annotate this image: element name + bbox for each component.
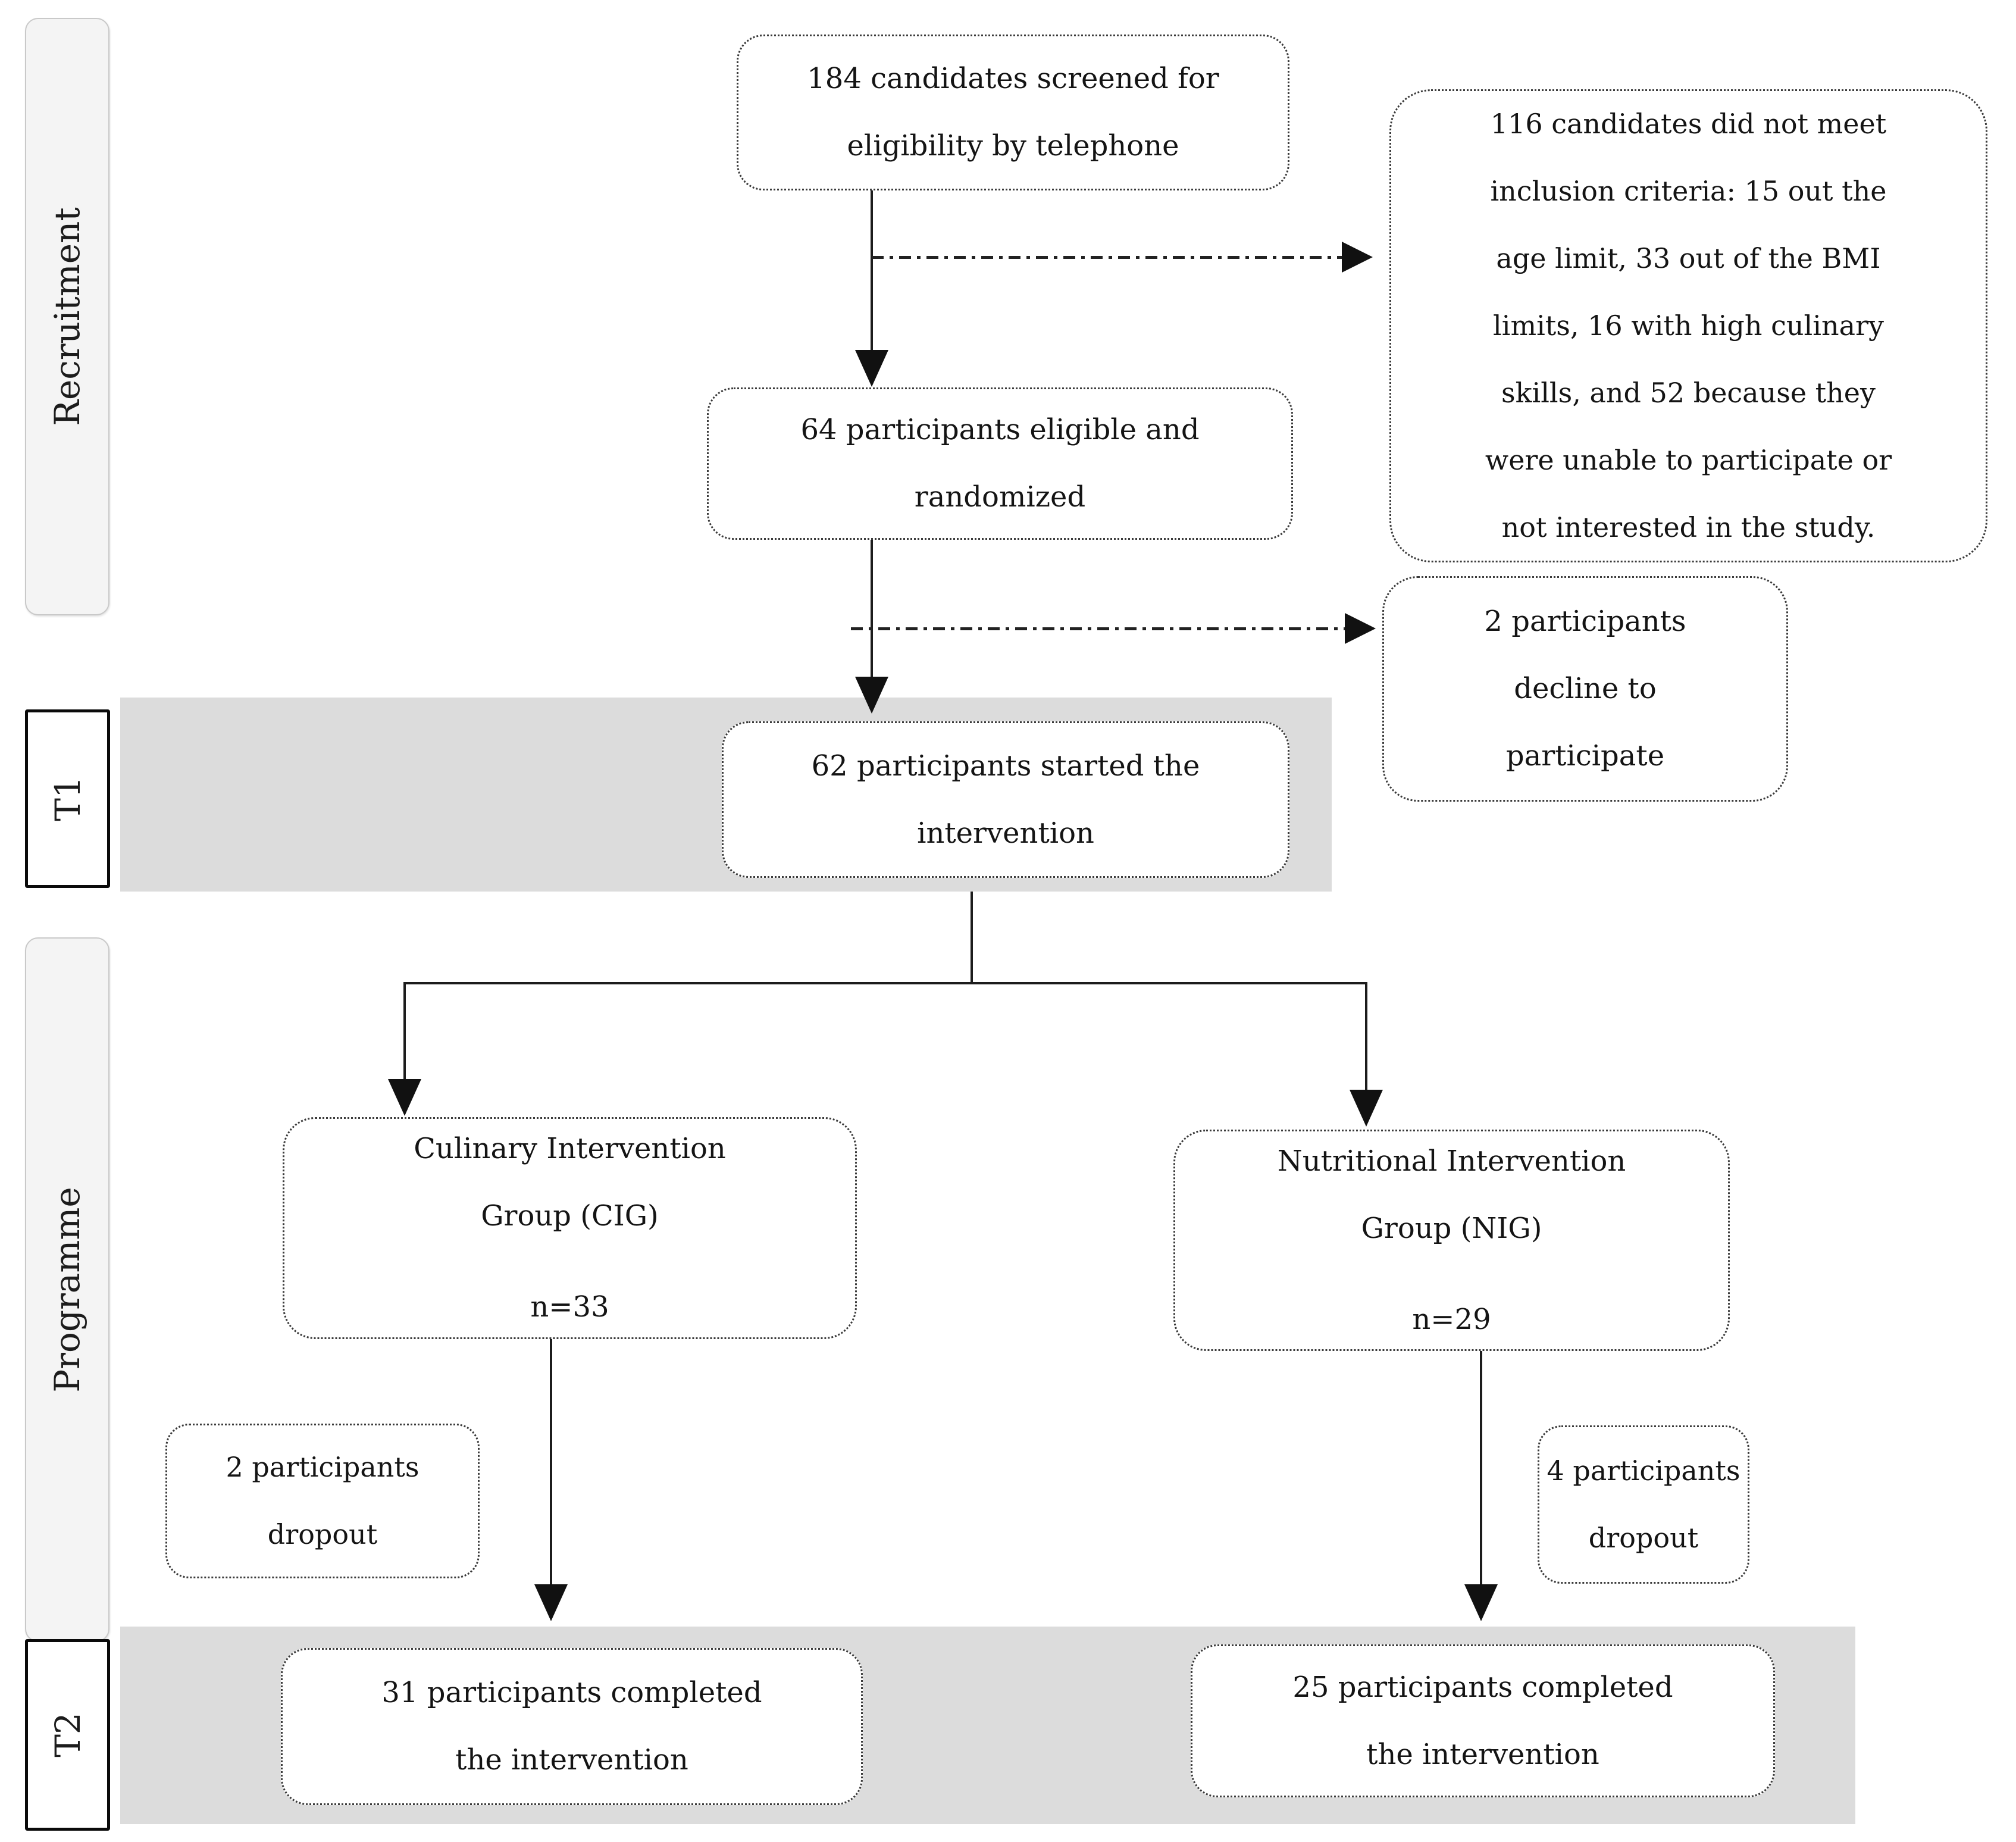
box-screened-line2: eligibility by telephone	[847, 129, 1179, 162]
branch-horizontal-line	[403, 982, 1366, 984]
box-excluded: 116 candidates did not meet inclusion cr…	[1389, 89, 1987, 562]
arrow-screened-to-eligible-head	[855, 350, 888, 387]
box-completed-cig-line1: 31 participants completed	[381, 1676, 762, 1709]
arrow-nig-to-completed-line	[1480, 1351, 1482, 1585]
stage-label-recruitment: Recruitment	[25, 18, 109, 615]
arrow-screened-to-eligible-line	[871, 190, 873, 351]
t1-label-text: T1	[47, 776, 88, 821]
box-declined-line2: decline to	[1514, 672, 1657, 705]
box-cig-line1: Culinary Intervention	[414, 1132, 726, 1165]
box-excluded-line1: 116 candidates did not meet	[1490, 108, 1887, 140]
stage-label-t1: T1	[25, 709, 110, 888]
arrow-to-declined-head	[1345, 613, 1376, 644]
arrow-cig-to-completed-head	[534, 1584, 568, 1621]
box-dropout-cig: 2 participants dropout	[165, 1424, 480, 1578]
box-declined: 2 participants decline to participate	[1382, 576, 1788, 802]
arrow-eligible-to-started-line	[871, 540, 873, 678]
box-declined-line1: 2 participants	[1484, 605, 1686, 638]
box-nig-line2: Group (NIG)	[1361, 1211, 1542, 1245]
box-screened-line1: 184 candidates screened for	[807, 62, 1219, 95]
box-cig-n: n=33	[530, 1290, 609, 1324]
stage-label-programme: Programme	[25, 937, 109, 1642]
box-dropout-nig: 4 participants dropout	[1538, 1425, 1749, 1584]
box-started-line1: 62 participants started the	[811, 749, 1200, 783]
box-cig: Culinary Intervention Group (CIG) n=33	[283, 1117, 857, 1339]
box-excluded-line6: were unable to participate or	[1485, 444, 1892, 476]
box-started-line2: intervention	[917, 816, 1094, 850]
box-nig-line1: Nutritional Intervention	[1277, 1144, 1626, 1178]
arrow-cig-to-completed-line	[550, 1339, 552, 1585]
box-dropout-cig-line2: dropout	[267, 1518, 378, 1550]
box-eligible: 64 participants eligible and randomized	[707, 387, 1293, 540]
arrow-to-declined-line	[851, 627, 1345, 630]
box-started: 62 participants started the intervention	[722, 721, 1289, 878]
box-dropout-cig-line1: 2 participants	[226, 1451, 420, 1483]
box-completed-nig: 25 participants completed the interventi…	[1191, 1644, 1775, 1797]
box-eligible-line1: 64 participants eligible and	[800, 413, 1200, 446]
box-completed-nig-line2: the intervention	[1366, 1737, 1599, 1771]
box-eligible-line2: randomized	[914, 480, 1086, 514]
box-excluded-line5: skills, and 52 because they	[1501, 377, 1876, 409]
arrow-eligible-to-started-head	[855, 677, 888, 714]
box-dropout-nig-line1: 4 participants	[1547, 1455, 1740, 1487]
box-excluded-line7: not interested in the study.	[1501, 511, 1876, 543]
arrow-branch-to-nig-head	[1350, 1090, 1383, 1127]
arrow-to-excluded-head	[1342, 242, 1373, 273]
box-cig-line2: Group (CIG)	[481, 1199, 659, 1233]
box-dropout-nig-line2: dropout	[1588, 1522, 1699, 1554]
box-screened: 184 candidates screened for eligibility …	[737, 35, 1289, 190]
box-excluded-line2: inclusion criteria: 15 out the	[1490, 175, 1887, 207]
arrow-branch-to-cig-line	[403, 982, 406, 1080]
t2-label-text: T2	[47, 1712, 88, 1757]
branch-stub-line	[971, 892, 973, 983]
box-nig-n: n=29	[1412, 1302, 1491, 1336]
box-completed-cig-line2: the intervention	[455, 1743, 688, 1777]
stage-label-t2: T2	[25, 1639, 110, 1831]
box-completed-nig-line1: 25 participants completed	[1292, 1670, 1673, 1704]
arrow-to-excluded-line	[872, 256, 1342, 259]
programme-label-text: Programme	[47, 1187, 87, 1393]
box-excluded-line3: age limit, 33 out of the BMI	[1496, 242, 1881, 274]
box-declined-line3: participate	[1505, 739, 1665, 773]
arrow-branch-to-nig-line	[1365, 982, 1367, 1091]
arrow-nig-to-completed-head	[1464, 1584, 1498, 1621]
box-nig: Nutritional Intervention Group (NIG) n=2…	[1173, 1130, 1730, 1351]
box-excluded-line4: limits, 16 with high culinary	[1493, 309, 1884, 342]
arrow-branch-to-cig-head	[388, 1079, 421, 1116]
recruitment-label-text: Recruitment	[47, 207, 87, 426]
box-completed-cig: 31 participants completed the interventi…	[281, 1648, 863, 1805]
